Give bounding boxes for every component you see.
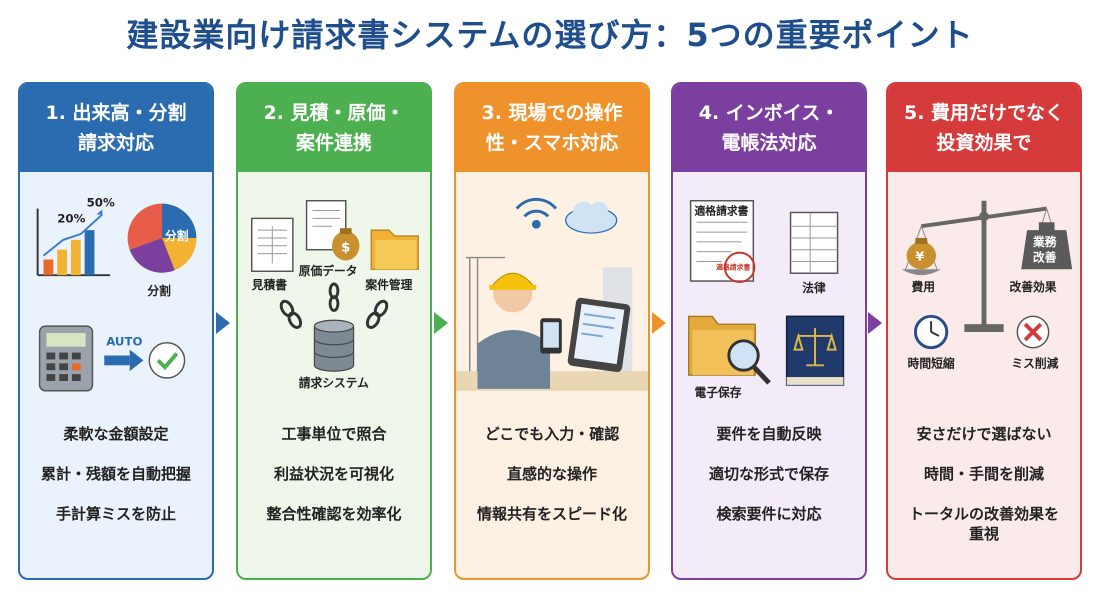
svg-text:$: $ (341, 240, 351, 256)
wifi-icon (515, 197, 558, 229)
arrow-2-3 (434, 312, 448, 334)
law-book-icon (785, 315, 845, 386)
card-3-items: どこでも入力・確認 直感的な操作 情報共有をスピード化 (456, 424, 648, 544)
card-3-item-3: 情報共有をスピード化 (476, 505, 627, 523)
pie-label-inner: 分割 (165, 229, 189, 243)
card-2-illustration: 見積書 $ 原価データ 案件管理 請求シ (250, 199, 419, 390)
card-5-items: 安さだけで選ばない 時間・手間を削減 トータルの改善効果を重視 (888, 424, 1080, 564)
invoice-document-icon (689, 200, 755, 282)
weight-label-1: 業務 (1032, 235, 1057, 249)
pie-label-below: 分割 (147, 284, 171, 298)
card-4-item-3: 検索要件に対応 (716, 505, 822, 523)
card-1-item-1: 柔軟な金額設定 (63, 425, 169, 443)
cost-label: 費用 (912, 280, 936, 294)
money-bag-icon: $ (332, 228, 360, 261)
card-4-heading-line1: 4. インボイス・ (698, 102, 840, 124)
time-label: 時間短縮 (908, 356, 955, 370)
card-2-item-2: 利益状況を可視化 (273, 465, 394, 483)
check-icon (148, 342, 186, 379)
card-1: 1. 出来高・分割請求対応 20% 50% 分割 分割 (18, 82, 214, 580)
document-icon (250, 217, 294, 272)
card-5-item-2: 時間・手間を削減 (923, 465, 1044, 483)
tablet-icon (567, 297, 631, 373)
bar-chart-icon (36, 208, 111, 277)
card-3-item-2: 直感的な操作 (506, 465, 597, 483)
system-label: 請求システム (299, 376, 369, 390)
yen-symbol: ¥ (915, 249, 924, 264)
card-4-item-1: 要件を自動反映 (716, 425, 822, 443)
card-3-illustration (456, 197, 648, 391)
x-mark-icon (1016, 315, 1050, 349)
invoice-label: 適格請求書 (695, 204, 749, 217)
card-5-heading-line2: 投資効果で (936, 132, 1032, 154)
card-5-item-3: トータルの改善効果を重視 (908, 505, 1059, 543)
card-3-heading-line1: 3. 現場での操作 (481, 102, 623, 124)
card-1-heading-line2: 請求対応 (77, 132, 154, 154)
chart-label-50: 50% (87, 196, 115, 210)
card-4-heading: 4. インボイス・電帳法対応 (673, 84, 865, 172)
card-1-items: 柔軟な金額設定 累計・残額を自動把握 手計算ミスを防止 (20, 424, 212, 544)
card-1-heading-line1: 1. 出来高・分割 (45, 102, 187, 124)
card-5-illustration: ¥ 費用 業務 改善 改善効果 時間短縮 ミス削減 (901, 200, 1073, 370)
arrow-4-5 (868, 312, 882, 334)
card-4-heading-line2: 電帳法対応 (721, 132, 817, 154)
card-5-heading-line1: 5. 費用だけでなく (903, 102, 1065, 124)
card-2-heading-line1: 2. 見積・原価・ (263, 102, 405, 124)
error-label: ミス削減 (1011, 356, 1058, 370)
law-label: 法律 (802, 281, 826, 295)
calculator-icon (38, 325, 94, 392)
yen-bag-icon (906, 237, 936, 270)
arrow-1-2 (216, 312, 230, 334)
card-2-item-3: 整合性確認を効率化 (266, 505, 402, 523)
weight-label-2: 改善 (1033, 250, 1057, 264)
card-4: 4. インボイス・電帳法対応 適格請求書 適格請求書 法律 電子保存 (671, 82, 867, 580)
page-title: 建設業向け請求書システムの選び方：5つの重要ポイント (126, 16, 974, 54)
card-4-items: 要件を自動反映 適切な形式で保存 検索要件に対応 (673, 424, 865, 544)
arrow-3-4 (652, 312, 666, 334)
estimate-label: 見積書 (251, 278, 287, 292)
card-5-heading: 5. 費用だけでなく投資効果で (888, 84, 1080, 172)
stamp-label: 適格請求書 (716, 262, 750, 271)
card-3: 3. 現場での操作性・スマホ対応 (454, 82, 650, 580)
card-3-item-1: どこでも入力・確認 (484, 425, 620, 443)
card-5: 5. 費用だけでなく投資効果で ¥ 費用 業務 改善 改善効果 (886, 82, 1082, 580)
card-1-item-2: 累計・残額を自動把握 (40, 465, 191, 483)
card-2-heading: 2. 見積・原価・案件連携 (238, 84, 430, 172)
card-3-heading: 3. 現場での操作性・スマホ対応 (456, 84, 648, 172)
card-5-item-1: 安さだけで選ばない (916, 425, 1052, 443)
card-1-illustration: 20% 50% 分割 分割 AUTO (36, 196, 197, 392)
card-4-illustration: 適格請求書 適格請求書 法律 電子保存 (688, 200, 845, 400)
auto-label: AUTO (106, 335, 142, 349)
card-2-heading-line2: 案件連携 (295, 132, 372, 154)
card-1-item-3: 手計算ミスを防止 (55, 505, 176, 523)
weight-icon (1021, 222, 1073, 270)
card-4-item-2: 適切な形式で保存 (708, 465, 829, 483)
spreadsheet-icon (789, 211, 839, 274)
smartphone-icon (540, 318, 562, 354)
folder-icon (370, 229, 419, 270)
chart-label-20: 20% (57, 211, 85, 225)
stamp-icon (723, 251, 756, 284)
storage-label: 電子保存 (695, 386, 742, 400)
database-icon (313, 319, 355, 372)
folder-magnifier-icon (688, 315, 771, 385)
card-2-item-1: 工事単位で照合 (281, 425, 387, 443)
card-2-items: 工事単位で照合 利益状況を可視化 整合性確認を効率化 (238, 424, 430, 544)
improvement-label: 改善効果 (1009, 280, 1056, 294)
pie-chart-icon (127, 203, 197, 273)
cost-data-label: 原価データ (299, 264, 358, 278)
worker-icon (477, 272, 551, 389)
card-1-heading: 1. 出来高・分割請求対応 (20, 84, 212, 172)
card-2: 2. 見積・原価・案件連携 見積書 $ 原価データ 案件管理 (236, 82, 432, 580)
clock-icon (913, 314, 949, 350)
cloud-icon (565, 201, 618, 234)
card-3-heading-line2: 性・スマホ対応 (485, 132, 619, 154)
chain-link-icon (279, 282, 389, 329)
arrow-right-icon (104, 349, 144, 372)
project-label: 案件管理 (364, 278, 412, 292)
